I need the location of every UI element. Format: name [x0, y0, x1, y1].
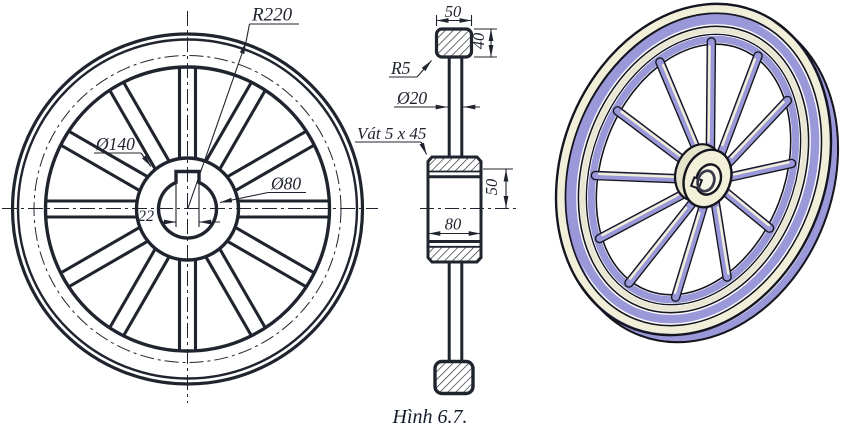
dim-spoke-diameter: Ø20 — [394, 88, 480, 110]
spoke-3d — [629, 206, 688, 280]
spoke-edge — [203, 254, 253, 336]
bore-diameter-label: Ø80 — [270, 174, 301, 194]
spoke-3d — [716, 52, 762, 162]
spoke-edge — [233, 144, 315, 193]
hub-chamfer-hatch-top — [428, 157, 481, 171]
spokes — [46, 68, 329, 350]
dim-bore-diameter: Ø80 — [219, 174, 306, 204]
rim-inner-circle — [43, 65, 332, 353]
rim-section-bottom — [433, 359, 475, 396]
dim-hub-diameter: Ø140 — [94, 134, 152, 167]
chamfer-label: Vát 5 x 45 — [357, 124, 426, 143]
dim-keyway-width: 22 — [138, 175, 220, 227]
spoke-diameter-label: Ø20 — [396, 88, 427, 108]
spoke-edge — [233, 225, 315, 274]
spoke-3d — [707, 45, 711, 143]
fillet-radius-label: R5 — [390, 58, 411, 78]
rim-height-label: 40 — [469, 32, 488, 49]
spoke-edge — [217, 246, 267, 328]
render-3d-spokes — [590, 37, 797, 302]
hub-diameter-label: Ø140 — [95, 134, 135, 154]
rim-ring — [579, 27, 808, 312]
rim-width-label: 50 — [445, 2, 462, 21]
bore-inner-shadow — [696, 169, 716, 193]
spoke-edge — [60, 225, 142, 274]
rim-ring — [564, 12, 823, 327]
spoke-edge — [60, 144, 142, 193]
spoke-3d — [598, 172, 679, 179]
spoke-edge — [225, 130, 307, 179]
dim-fillet-radius: R5 — [389, 58, 432, 78]
bore-with-keyway — [156, 169, 219, 240]
dim-hub-half-length: 50 — [482, 168, 513, 208]
spoke-3d — [732, 161, 790, 176]
spoke-3d — [723, 160, 795, 182]
outer-radius-label: R220 — [251, 5, 293, 26]
spoke-3d — [601, 193, 680, 237]
spoke-3d — [662, 63, 699, 148]
spoke-3d — [673, 211, 701, 294]
spoke-3d — [656, 58, 704, 162]
spoke-edge — [217, 90, 267, 172]
spoke-3d — [721, 58, 756, 147]
spoke-edge — [108, 246, 158, 328]
rim-pitch-centerline-circle — [33, 55, 342, 363]
spoke-3d — [625, 195, 699, 287]
spoke-3d — [728, 191, 770, 227]
rim-outer-circle — [10, 32, 365, 386]
spoke-3d — [716, 206, 730, 275]
figure-caption: Hình 6.7. — [392, 406, 468, 428]
dim-hub-width: 80 — [428, 215, 481, 236]
rim-ring — [587, 35, 800, 304]
dim-chamfer: Vát 5 x 45 — [355, 124, 428, 155]
spoke-edge — [68, 130, 150, 179]
rim-outer-inner-circle — [16, 38, 359, 380]
spoke-3d — [620, 110, 686, 161]
spoke-3d — [730, 100, 785, 159]
hub-width-label: 80 — [445, 215, 462, 234]
spoke-3d — [592, 172, 692, 183]
spoke-3d — [711, 195, 731, 281]
section-view: 50 40 R5 Ø20 Vát 5 x 45 — [355, 2, 517, 396]
spoke-edge — [203, 82, 253, 164]
spoke-3d — [706, 38, 715, 159]
rim-ring — [585, 33, 802, 306]
front-view: R220 Ø140 Ø80 22 — [2, 5, 378, 403]
spoke-edge — [225, 239, 307, 288]
spoke-edge — [122, 254, 172, 336]
dim-outer-radius: R220 — [187, 5, 299, 209]
spoke-3d — [722, 97, 791, 170]
spoke-3d — [596, 187, 693, 242]
hub-half-length-label: 50 — [482, 178, 501, 195]
dim-rim-width: 50 — [435, 2, 473, 26]
rim-ring — [577, 25, 810, 314]
spoke-3d — [672, 198, 709, 301]
hub-circle — [134, 156, 241, 262]
dim-rim-height: 40 — [469, 28, 497, 58]
rim-section-top — [434, 27, 474, 59]
rim-ring — [567, 15, 820, 324]
spoke-edge — [122, 82, 172, 164]
rim-ring — [557, 5, 830, 334]
render-3d-rim — [554, 2, 833, 337]
hub-chamfer-hatch-bottom — [428, 247, 481, 262]
rim-ring — [595, 43, 792, 296]
render-3d-hub — [673, 143, 733, 209]
spoke-3d — [719, 186, 773, 232]
rim-ring — [554, 2, 833, 337]
spoke-edge — [68, 239, 150, 288]
keyway-width-label: 22 — [138, 208, 154, 225]
